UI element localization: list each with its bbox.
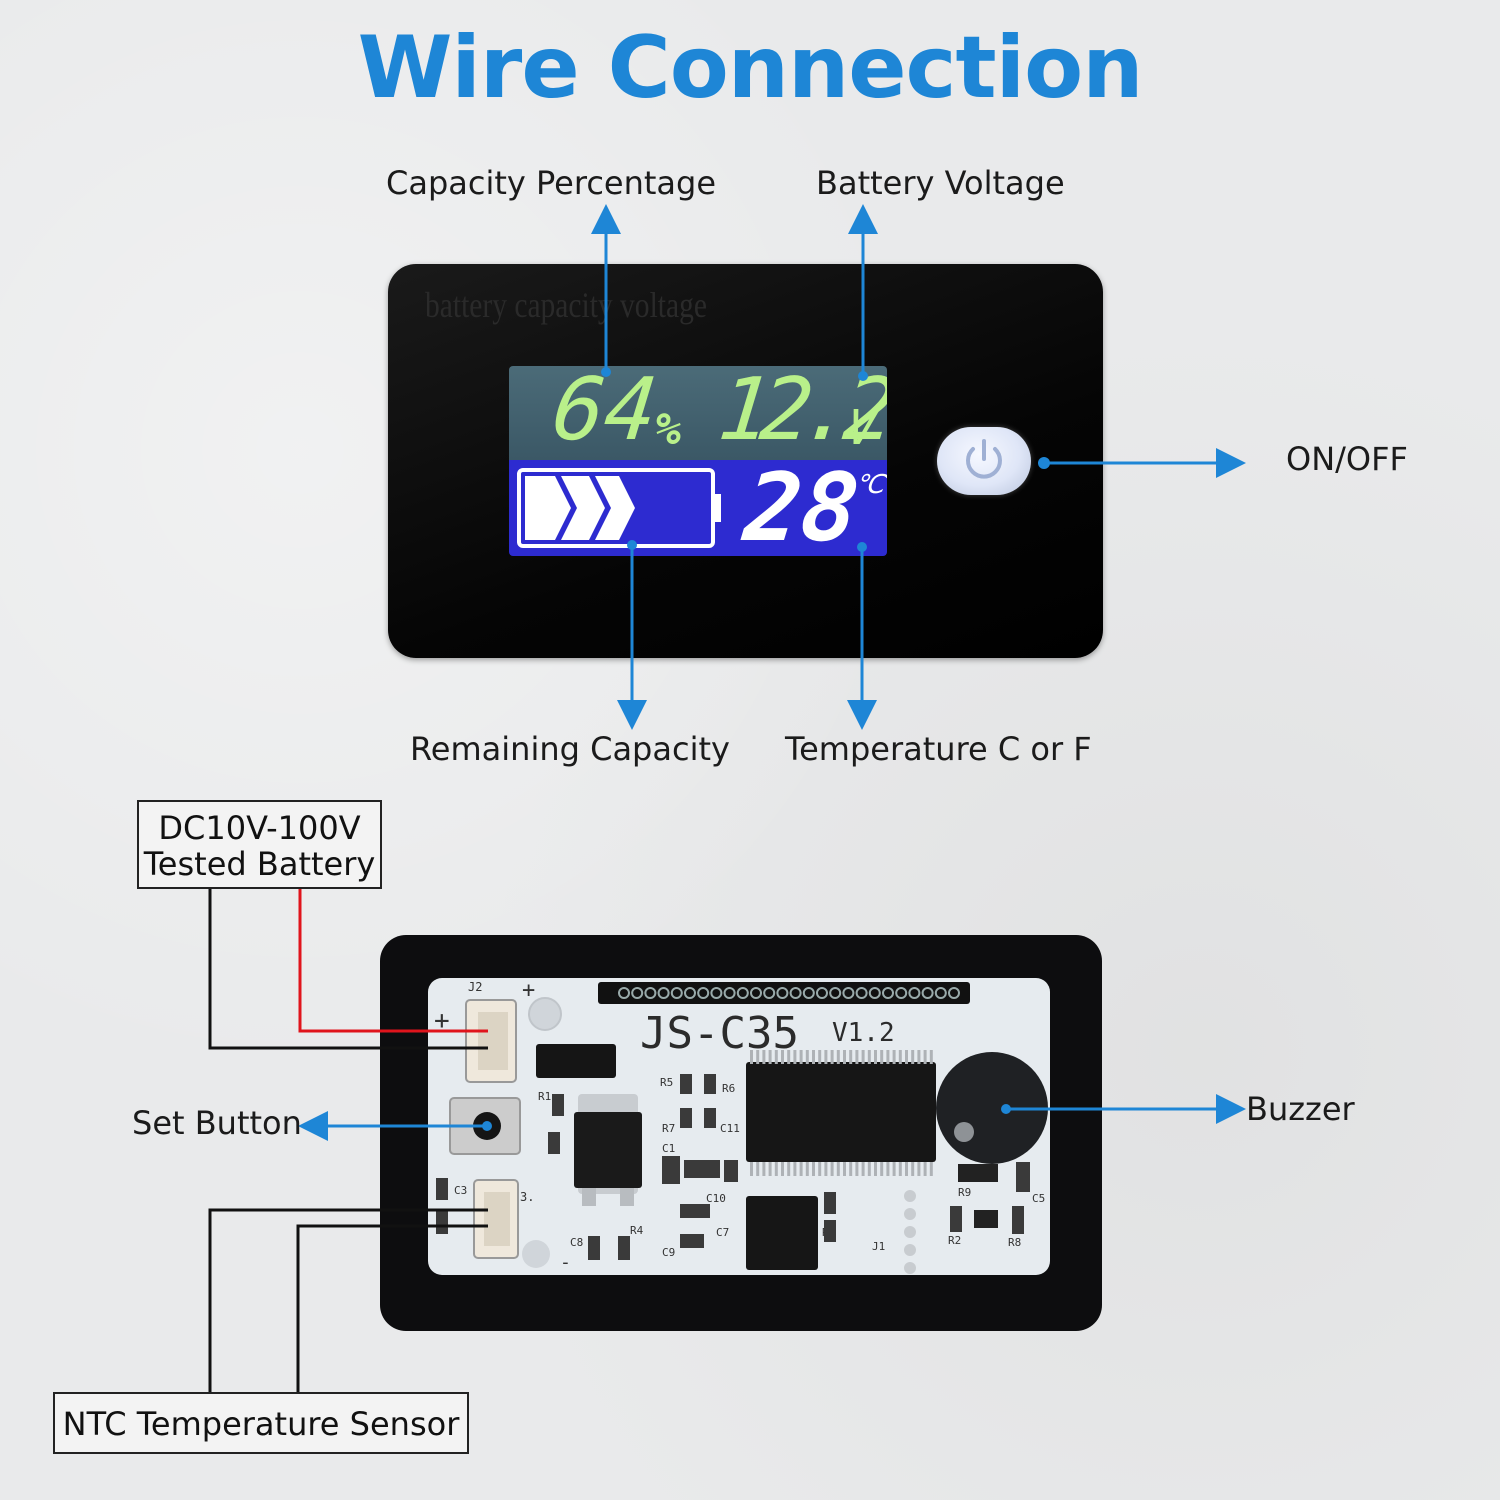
ntc-connector-inner xyxy=(484,1192,510,1246)
mounting-hole xyxy=(528,997,562,1031)
label-capacity-percentage: Capacity Percentage xyxy=(386,164,717,202)
silk-minus: - xyxy=(560,1252,571,1273)
silk-c1: C1 xyxy=(662,1142,676,1155)
charge-chevron-3 xyxy=(595,476,635,540)
dot-buzzer xyxy=(1001,1104,1011,1114)
dot-on-off xyxy=(1038,457,1050,469)
pcb-model-label: JS-C35 xyxy=(640,1008,799,1059)
silk-3: 3. xyxy=(520,1190,535,1204)
regulator-pin-1 xyxy=(582,1188,596,1206)
silk-c3: C3 xyxy=(454,1184,468,1197)
ntc-box: NTC Temperature Sensor xyxy=(53,1392,469,1454)
silk-r5: R5 xyxy=(660,1076,674,1089)
silk-c9: C9 xyxy=(662,1246,676,1259)
secondary-ic xyxy=(746,1196,818,1270)
dot-capacity-percentage xyxy=(601,367,611,377)
page-title: Wire Connection xyxy=(357,18,1144,118)
silk-r1: R1 xyxy=(538,1090,552,1103)
meter-engraving: battery capacity voltage xyxy=(425,285,707,325)
power-icon xyxy=(966,439,1002,479)
lcd-top-panel xyxy=(509,366,887,460)
silk-r6: R6 xyxy=(722,1082,736,1095)
dot-remaining-capacity xyxy=(627,540,637,550)
label-buzzer: Buzzer xyxy=(1246,1090,1355,1128)
mounting-hole-2 xyxy=(522,1240,550,1268)
silk-c10: C10 xyxy=(706,1192,726,1205)
buzzer-screw xyxy=(954,1122,974,1142)
silk-plus: + xyxy=(522,978,536,1003)
silk-r4: R4 xyxy=(630,1224,644,1237)
silk-c5: C5 xyxy=(1032,1192,1046,1205)
dot-temperature xyxy=(857,542,867,552)
dot-set-button xyxy=(482,1121,492,1131)
regulator-pin-2 xyxy=(620,1188,634,1206)
silk-j2: J2 xyxy=(468,980,483,994)
pcb-components xyxy=(436,982,1048,1274)
charge-chevron-2 xyxy=(561,476,605,540)
silk-r7: R7 xyxy=(662,1122,676,1135)
battery-connector-inner xyxy=(478,1012,508,1070)
battery-box-line2: Tested Battery xyxy=(143,845,376,883)
main-ic xyxy=(746,1062,936,1162)
silk-r9: R9 xyxy=(958,1186,972,1199)
wire-red-positive xyxy=(298,888,488,1033)
label-on-off: ON/OFF xyxy=(1286,440,1408,478)
voltage-regulator xyxy=(574,1112,642,1188)
silk-c8: C8 xyxy=(570,1236,584,1249)
lcd-battery-graphic xyxy=(517,468,721,548)
charge-chevron-1 xyxy=(525,476,571,540)
silk-r8: R8 xyxy=(1008,1236,1022,1249)
battery-terminal xyxy=(713,494,721,522)
transistor xyxy=(974,1210,998,1228)
pcb-version-label: V1.2 xyxy=(832,1018,895,1048)
silk-c7: C7 xyxy=(716,1226,730,1239)
lcd-screen: 64 % 12.2 V 28 ℃ xyxy=(509,366,887,556)
silk-j1: J1 xyxy=(872,1240,886,1253)
silk-c11: C11 xyxy=(720,1122,740,1135)
diode xyxy=(536,1044,616,1078)
wire-black-negative xyxy=(208,888,488,1050)
dot-battery-voltage xyxy=(858,371,868,381)
power-button[interactable] xyxy=(937,427,1031,495)
label-set-button: Set Button xyxy=(132,1104,302,1142)
lcd-header-strip xyxy=(598,982,970,1004)
label-remaining-capacity: Remaining Capacity xyxy=(410,730,730,768)
resistor-101 xyxy=(958,1164,998,1182)
ntc-box-label: NTC Temperature Sensor xyxy=(62,1405,460,1443)
label-temperature: Temperature C or F xyxy=(785,730,1092,768)
battery-box-line1: DC10V-100V xyxy=(158,809,361,847)
silk-connector-plus: + xyxy=(434,1006,450,1036)
battery-box: DC10V-100V Tested Battery xyxy=(137,800,382,889)
label-battery-voltage: Battery Voltage xyxy=(816,164,1065,202)
silk-r2: R2 xyxy=(948,1234,962,1247)
wire-ntc-1 xyxy=(208,1208,488,1392)
wire-ntc-2 xyxy=(296,1224,488,1392)
